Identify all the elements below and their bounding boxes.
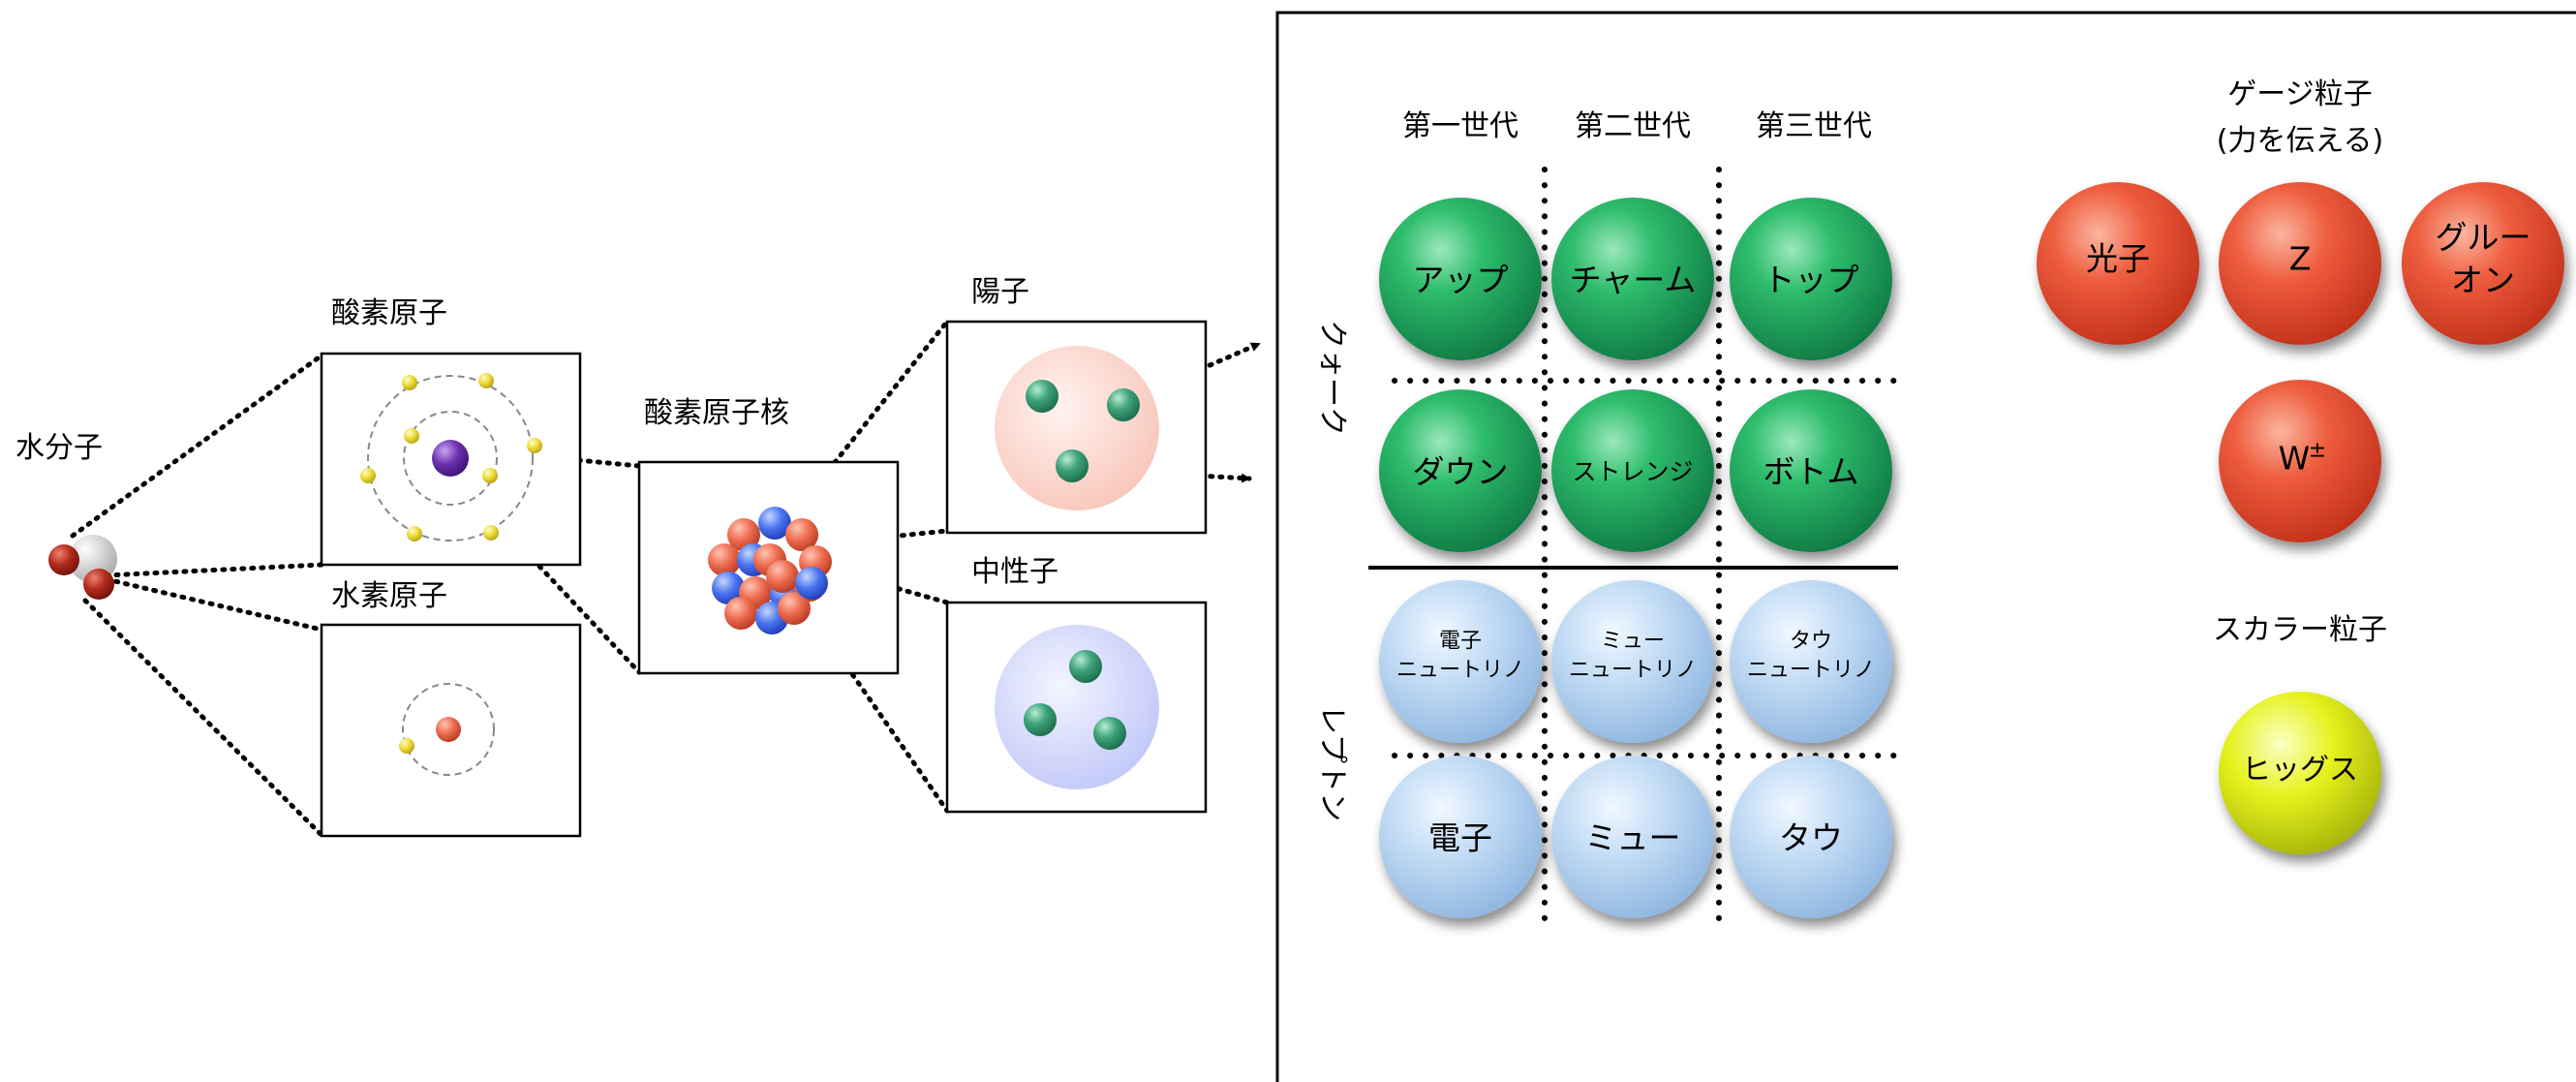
quark-bottom-label: ボトム: [1763, 453, 1859, 491]
z-label: Z: [2289, 240, 2312, 278]
neutron-quarks: [1024, 650, 1126, 750]
lepton-category-label: レプトン: [1315, 705, 1349, 821]
quark-charm-label: チャーム: [1570, 262, 1697, 299]
neutron-label: 中性子: [971, 555, 1058, 589]
quark-charm: [1551, 198, 1714, 360]
higgs: [2219, 692, 2381, 854]
quark-up-label: アップ: [1413, 262, 1509, 299]
electron: [399, 738, 414, 754]
lepton-tau-neutrino: [1730, 580, 1892, 743]
oxygen-atom: [360, 373, 542, 541]
scalar-balls: [2219, 692, 2381, 854]
gluon-label-line1: グルー: [2436, 219, 2531, 257]
w-charge: ±: [2309, 439, 2326, 463]
quark-category-label: クォーク: [1315, 320, 1349, 436]
gauge-z: [2219, 182, 2381, 345]
quark-strange-label: ストレンジ: [1572, 458, 1693, 486]
quark-strange: [1551, 389, 1714, 552]
quark-bottom: [1730, 389, 1892, 552]
generation-3-label: 第三世代: [1756, 109, 1872, 143]
muon-neutrino-line1: ミュー: [1601, 630, 1665, 654]
lepton-balls: [1379, 580, 1892, 918]
hydrogen-atom: [399, 683, 495, 776]
electron-neutrino-line1: 電子: [1439, 630, 1482, 654]
quark-top: [1730, 198, 1892, 360]
lepton-muon: [1551, 756, 1714, 918]
lepton-muon-neutrino: [1551, 580, 1714, 743]
quark-down: [1379, 389, 1542, 552]
photon-label: 光子: [2086, 240, 2150, 278]
gauge-w: [2219, 380, 2381, 542]
w-label: W: [2279, 440, 2311, 478]
proton-body: [995, 346, 1159, 510]
higgs-label: ヒッグス: [2242, 754, 2358, 788]
proton-label: 陽子: [971, 275, 1029, 309]
gauge-title: ゲージ粒子: [2227, 77, 2372, 111]
lepton-electron-label: 電子: [1428, 819, 1492, 857]
lepton-muon-label: ミュー: [1585, 819, 1681, 857]
quark-down-label: ダウン: [1413, 453, 1509, 491]
oxygen-atom-label: 酸素原子: [331, 296, 447, 330]
hydrogen-atom-label: 水素原子: [331, 579, 447, 613]
gluon-label-line2: オン: [2451, 262, 2515, 299]
atom-nucleus: [432, 440, 469, 477]
electron-neutrino-line2: ニュートリノ: [1396, 659, 1524, 683]
gauge-photon: [2037, 182, 2199, 345]
tau-neutrino-line2: ニュートリノ: [1747, 659, 1875, 683]
quark-up: [1379, 198, 1542, 360]
lepton-electron: [1379, 756, 1542, 918]
quark-balls: [1379, 198, 1892, 552]
lepton-tau: [1730, 756, 1892, 918]
generation-2-label: 第二世代: [1575, 109, 1691, 143]
scalar-title: スカラー粒子: [2213, 613, 2387, 647]
gauge-subtitle: (力を伝える): [2217, 124, 2384, 158]
proton-quarks: [1026, 380, 1140, 482]
generation-1-label: 第一世代: [1402, 109, 1518, 143]
hydrogen-atom-box: [320, 623, 582, 838]
muon-neutrino-line2: ニュートリノ: [1569, 659, 1697, 683]
lepton-tau-label: タウ: [1779, 819, 1843, 857]
neutron-body: [995, 625, 1159, 789]
gauge-gluon: [2402, 182, 2564, 345]
water-molecule: [48, 535, 117, 600]
gauge-balls: [2037, 182, 2564, 542]
water-molecule-label: 水分子: [15, 431, 103, 465]
standard-model-panel: [1275, 11, 2576, 1082]
grid-dots: [1392, 167, 1901, 928]
quark-top-label: トップ: [1763, 262, 1859, 299]
electrons: [360, 373, 542, 541]
lepton-electron-neutrino: [1379, 580, 1542, 743]
oxygen-nucleus-label: 酸素原子核: [644, 396, 789, 430]
nucleus-cluster: [708, 507, 832, 634]
tau-neutrino-line1: タウ: [1790, 630, 1832, 654]
